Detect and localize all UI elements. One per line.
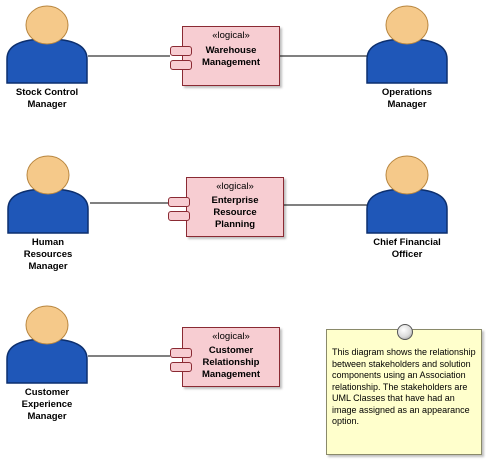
actor-label-line: Officer (391, 249, 423, 260)
component-port-icon (170, 46, 192, 56)
actor-stock-control-manager[interactable]: Stock Control Manager (2, 3, 92, 111)
component-name-line: Management (201, 369, 261, 380)
stakeholder-person-icon (7, 155, 89, 234)
actor-label-line: Manager (387, 99, 427, 110)
stakeholder-person-icon (6, 5, 88, 84)
stakeholder-person-icon (366, 5, 448, 84)
component-name-line: Customer (208, 345, 254, 356)
stakeholder-person-icon (366, 155, 448, 234)
component-stereotype: «logical» (216, 181, 254, 192)
actor-label-line: Customer (24, 387, 70, 398)
component-stereotype: «logical» (212, 331, 250, 342)
note-text: This diagram shows the relationship betw… (332, 347, 476, 426)
component-port-icon (170, 348, 192, 358)
actor-human-resources-manager[interactable]: Human Resources Manager (3, 153, 93, 273)
actor-label-line: Manager (28, 261, 68, 272)
component-stereotype: «logical» (212, 30, 250, 41)
component-port-icon (168, 211, 190, 221)
component-name-line: Relationship (202, 357, 260, 368)
component-customer-relationship-management[interactable]: «logical» Customer Relationship Manageme… (182, 327, 280, 387)
component-name: Customer Relationship Management (183, 345, 279, 381)
component-name-line: Resource (213, 207, 257, 218)
component-warehouse-management[interactable]: «logical» Warehouse Management (182, 26, 280, 86)
component-port-icon (170, 60, 192, 70)
component-name-line: Planning (214, 219, 256, 230)
component-port-icon (170, 362, 192, 372)
component-name-line: Warehouse (205, 45, 257, 56)
component-name: Enterprise Resource Planning (187, 195, 283, 231)
actor-label-line: Stock Control (15, 87, 79, 98)
component-name-line: Enterprise (211, 195, 259, 206)
stakeholder-person-icon (6, 305, 88, 384)
diagram-note[interactable]: This diagram shows the relationship betw… (326, 324, 482, 455)
actor-label-line: Resources (23, 249, 73, 260)
component-port-icon (168, 197, 190, 207)
pushpin-icon (397, 324, 413, 340)
actor-label-line: Manager (27, 411, 67, 422)
component-name-line: Management (201, 57, 261, 68)
component-name: Warehouse Management (183, 45, 279, 69)
actor-label-line: Experience (21, 399, 73, 410)
actor-customer-experience-manager[interactable]: Customer Experience Manager (2, 303, 92, 423)
actor-chief-financial-officer[interactable]: Chief Financial Officer (362, 153, 452, 261)
actor-label-line: Chief Financial (373, 237, 441, 248)
component-enterprise-resource-planning[interactable]: «logical» Enterprise Resource Planning (186, 177, 284, 237)
actor-operations-manager[interactable]: Operations Manager (362, 3, 452, 111)
actor-label-line: Human (31, 237, 65, 248)
actor-label-line: Manager (27, 99, 67, 110)
actor-label-line: Operations (381, 87, 433, 98)
